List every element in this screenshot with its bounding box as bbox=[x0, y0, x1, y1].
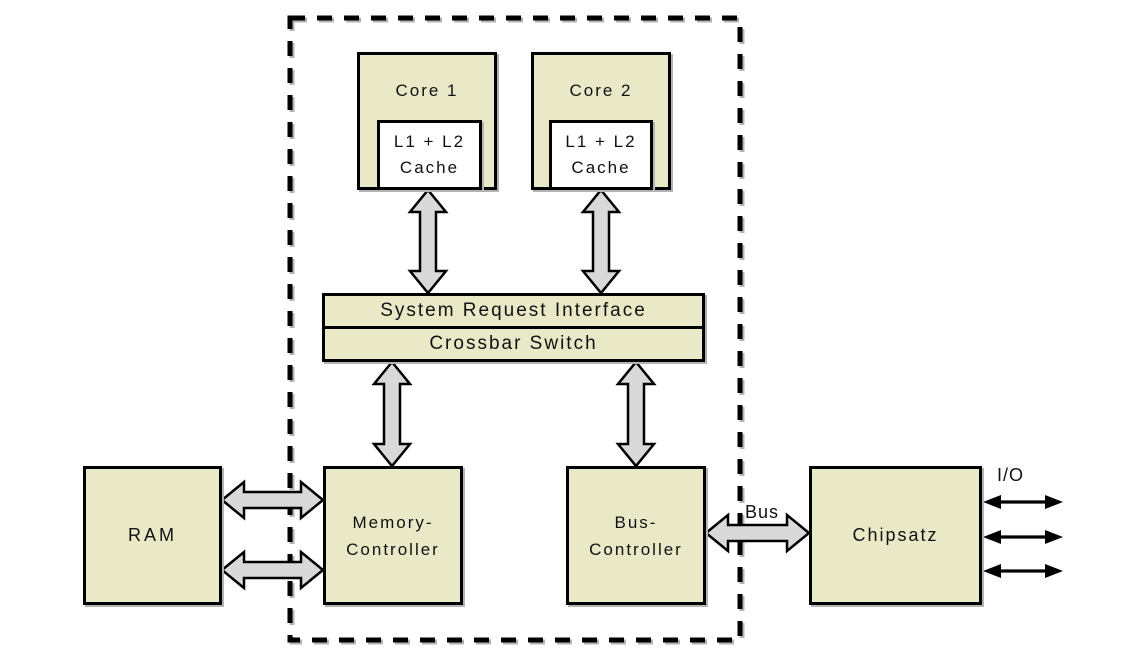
core2-sri-arrow bbox=[580, 188, 622, 295]
ram-box: RAM bbox=[83, 466, 222, 605]
memory-controller-box: Memory- Controller bbox=[323, 466, 463, 605]
chipset-box: Chipsatz bbox=[809, 466, 982, 605]
core1-label: Core 1 bbox=[395, 81, 459, 100]
core2-cache-box: L1 + L2 Cache bbox=[549, 120, 653, 190]
core1-cache-box: L1 + L2 Cache bbox=[377, 120, 482, 190]
ram-label: RAM bbox=[128, 525, 177, 545]
system-request-interface-bar: System Request Interface bbox=[325, 296, 702, 326]
core2-label: Core 2 bbox=[569, 81, 633, 100]
memory-controller-line2: Controller bbox=[346, 539, 440, 559]
io-label: I/O bbox=[997, 465, 1025, 485]
io-arrow-1 bbox=[983, 495, 1063, 509]
crossbar-switch-label: Crossbar Switch bbox=[429, 333, 598, 354]
core1-sri-arrow bbox=[407, 188, 449, 295]
core2-cache-line2: Cache bbox=[571, 158, 631, 177]
crossbar-memorycontroller-arrow bbox=[371, 360, 413, 468]
core1-cache-line2: Cache bbox=[399, 158, 460, 177]
crossbar-switch-bar: Crossbar Switch bbox=[325, 326, 702, 359]
memory-controller-line1: Memory- bbox=[352, 512, 434, 532]
bus-controller-line1: Bus- bbox=[614, 512, 658, 532]
chipset-label: Chipsatz bbox=[852, 525, 939, 545]
io-arrow-2 bbox=[983, 530, 1063, 544]
bus-label: Bus bbox=[745, 502, 780, 522]
crossbar-buscontroller-arrow bbox=[615, 360, 657, 468]
chipset-io-arrows bbox=[983, 495, 1063, 578]
core2-cache-line1: L1 + L2 bbox=[565, 132, 637, 151]
bus-controller-line2: Controller bbox=[589, 539, 683, 559]
ram-memorycontroller-arrow-bottom bbox=[220, 549, 325, 591]
bus-controller-box: Bus- Controller bbox=[566, 466, 706, 605]
interconnect-bars: System Request Interface Crossbar Switch bbox=[322, 293, 705, 362]
core1-cache-line1: L1 + L2 bbox=[393, 132, 466, 151]
cpu-die-dashed-boundary bbox=[287, 15, 745, 645]
system-request-interface-label: System Request Interface bbox=[380, 300, 647, 321]
io-arrow-3 bbox=[983, 564, 1063, 578]
ram-memorycontroller-arrow-top bbox=[220, 479, 325, 521]
